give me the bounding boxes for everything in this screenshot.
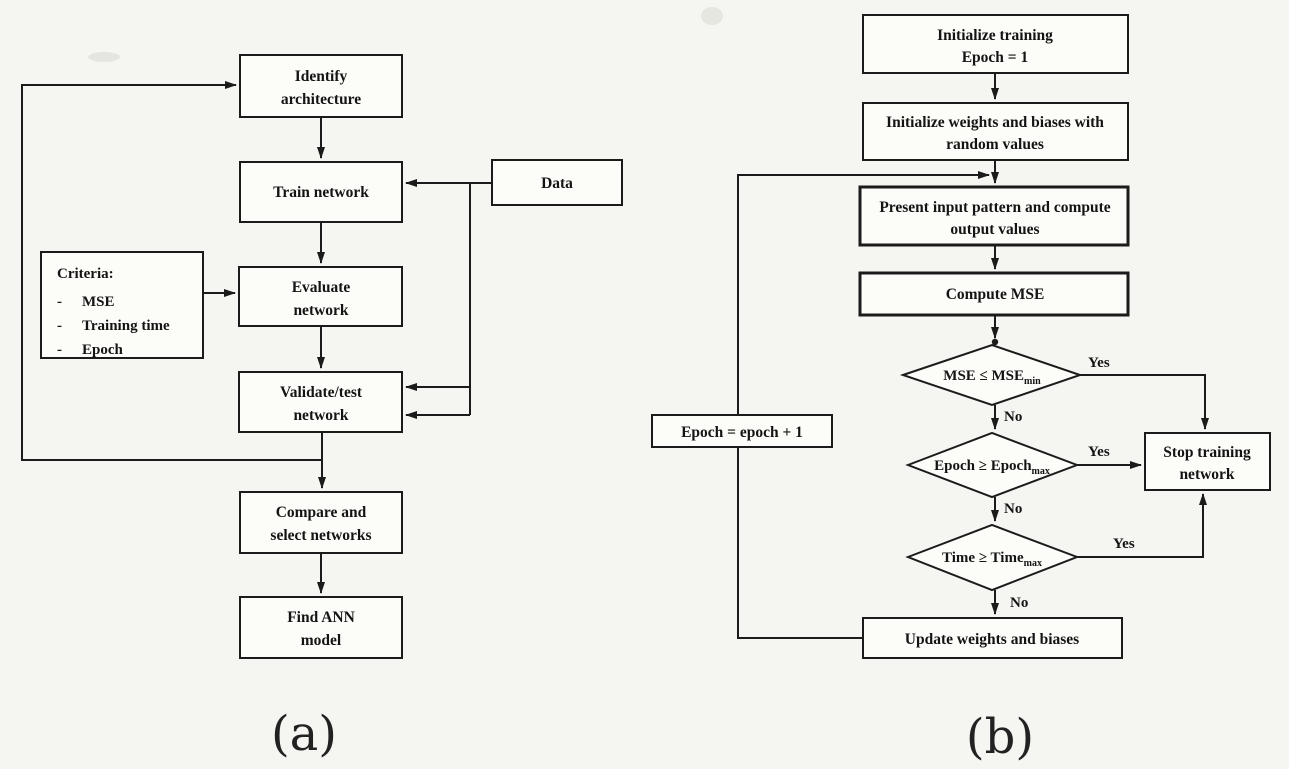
box-train-line1: Train network bbox=[273, 184, 369, 201]
box-criteria: Criteria: - MSE - Training time - Epoch bbox=[40, 251, 204, 359]
box-compute-mse-rect bbox=[858, 271, 1130, 317]
scan-artifact bbox=[88, 52, 120, 62]
decision-epoch-sub: max bbox=[1032, 466, 1050, 477]
init-training-line2: Epoch = 1 bbox=[962, 49, 1029, 66]
decision-epoch-max: Epoch ≥ Epochmax bbox=[905, 431, 1080, 499]
stop-line1: Stop training bbox=[1163, 444, 1251, 461]
decision-mse-shape bbox=[899, 343, 1084, 407]
panel-b-nodes: Initialize training Epoch = 1 Initialize… bbox=[651, 14, 1271, 659]
box-present-input-rect bbox=[858, 185, 1130, 247]
box-present-input: Present input pattern and compute output… bbox=[858, 185, 1130, 247]
decision-epoch-label: Epoch ≥ Epochmax bbox=[934, 458, 1050, 477]
caption-panel-b: (b) bbox=[966, 709, 1034, 765]
criteria-bullet-1: - bbox=[57, 294, 62, 310]
box-train-network: Train network bbox=[239, 161, 403, 223]
label-yes-epoch: Yes bbox=[1088, 444, 1110, 460]
caption-panel-a: (a) bbox=[271, 706, 337, 762]
init-weights-line1: Initialize weights and biases with bbox=[886, 114, 1104, 131]
box-compare-line1: Compare and bbox=[276, 504, 367, 521]
criteria-item-mse: MSE bbox=[82, 294, 115, 310]
box-find-ann-rect bbox=[239, 596, 403, 659]
criteria-title: Criteria: bbox=[57, 266, 114, 282]
decision-mse-sub: min bbox=[1024, 376, 1041, 387]
box-data-label: Data bbox=[541, 175, 573, 192]
box-compute-mse: Compute MSE bbox=[858, 271, 1130, 317]
feedback-loop-to-identify bbox=[21, 81, 322, 461]
present-input-line2: output values bbox=[950, 221, 1039, 238]
arrow-yes-time-to-stop bbox=[1077, 493, 1207, 558]
panel-b-edges bbox=[737, 73, 1209, 639]
label-yes-time: Yes bbox=[1113, 536, 1135, 552]
compute-mse-label: Compute MSE bbox=[946, 286, 1045, 303]
box-compare-rect bbox=[239, 491, 403, 554]
box-identify-architecture: Identify architecture bbox=[239, 54, 403, 118]
box-initialize-weights: Initialize weights and biases with rando… bbox=[862, 102, 1129, 161]
label-yes-mse: Yes bbox=[1088, 355, 1110, 371]
box-stop-training-rect bbox=[1144, 432, 1271, 491]
scan-artifact bbox=[701, 7, 723, 25]
box-epoch-increment: Epoch = epoch + 1 bbox=[651, 414, 833, 448]
box-identify-line1: Identify bbox=[295, 68, 348, 85]
decision-mse-main: MSE ≤ MSE bbox=[943, 368, 1024, 384]
label-no-time: No bbox=[1010, 595, 1028, 611]
arrow-yes-mse-to-stop bbox=[1080, 374, 1209, 430]
update-weights-label: Update weights and biases bbox=[905, 631, 1079, 648]
init-training-line1: Initialize training bbox=[937, 27, 1053, 44]
box-identify-line2: architecture bbox=[281, 91, 361, 108]
box-compare-line2: select networks bbox=[270, 527, 371, 544]
criteria-bullet-3: - bbox=[57, 342, 62, 358]
box-evaluate-network-rect bbox=[238, 266, 403, 327]
decision-time-main: Time ≥ Time bbox=[942, 550, 1024, 566]
decision-time-sub: max bbox=[1024, 558, 1042, 569]
label-no-mse: No bbox=[1004, 409, 1022, 425]
decision-epoch-shape bbox=[905, 431, 1080, 499]
panel-a-edges bbox=[21, 81, 492, 594]
box-data: Data bbox=[491, 159, 623, 206]
box-update-weights-rect bbox=[862, 617, 1123, 659]
box-identify-architecture-rect bbox=[239, 54, 403, 118]
box-find-line1: Find ANN bbox=[287, 609, 355, 626]
decision-time-shape bbox=[905, 523, 1080, 592]
box-validate-line2: network bbox=[293, 407, 348, 424]
box-initialize-weights-rect bbox=[862, 102, 1129, 161]
criteria-item-epoch: Epoch bbox=[82, 342, 124, 358]
box-initialize-training: Initialize training Epoch = 1 bbox=[862, 14, 1129, 74]
present-input-line1: Present input pattern and compute bbox=[879, 199, 1110, 216]
decision-epoch-main: Epoch ≥ Epoch bbox=[934, 458, 1032, 474]
box-stop-training: Stop training network bbox=[1144, 432, 1271, 491]
decision-time-max: Time ≥ Timemax bbox=[905, 523, 1080, 592]
box-find-line2: model bbox=[301, 632, 342, 649]
box-initialize-training-rect bbox=[862, 14, 1129, 74]
box-find-ann-model: Find ANN model bbox=[239, 596, 403, 659]
box-update-weights: Update weights and biases bbox=[862, 617, 1123, 659]
box-validate-test-rect bbox=[238, 371, 403, 433]
panel-a-nodes: Identify architecture Train network Eval… bbox=[40, 54, 623, 659]
epoch-increment-label: Epoch = epoch + 1 bbox=[681, 424, 803, 441]
stop-line2: network bbox=[1179, 466, 1234, 483]
box-epoch-increment-rect bbox=[651, 414, 833, 448]
criteria-item-training-time: Training time bbox=[82, 318, 170, 334]
decision-time-label: Time ≥ Timemax bbox=[942, 550, 1042, 569]
box-validate-line1: Validate/test bbox=[280, 384, 363, 401]
box-data-rect bbox=[491, 159, 623, 206]
decision-mse-label: MSE ≤ MSEmin bbox=[943, 368, 1041, 387]
decision-mse-min: MSE ≤ MSEmin bbox=[899, 343, 1084, 407]
update-loop-to-present bbox=[737, 171, 990, 639]
box-compare-select-networks: Compare and select networks bbox=[239, 491, 403, 554]
init-weights-line2: random values bbox=[946, 136, 1044, 153]
box-criteria-rect bbox=[40, 251, 204, 359]
criteria-bullet-2: - bbox=[57, 318, 62, 334]
label-no-epoch: No bbox=[1004, 501, 1022, 517]
box-validate-test-network: Validate/test network bbox=[238, 371, 403, 433]
box-train-network-rect bbox=[239, 161, 403, 223]
junction-dot bbox=[991, 338, 999, 346]
box-evaluate-network: Evaluate network bbox=[238, 266, 403, 327]
box-evaluate-line1: Evaluate bbox=[292, 279, 351, 296]
box-evaluate-line2: network bbox=[293, 302, 348, 319]
